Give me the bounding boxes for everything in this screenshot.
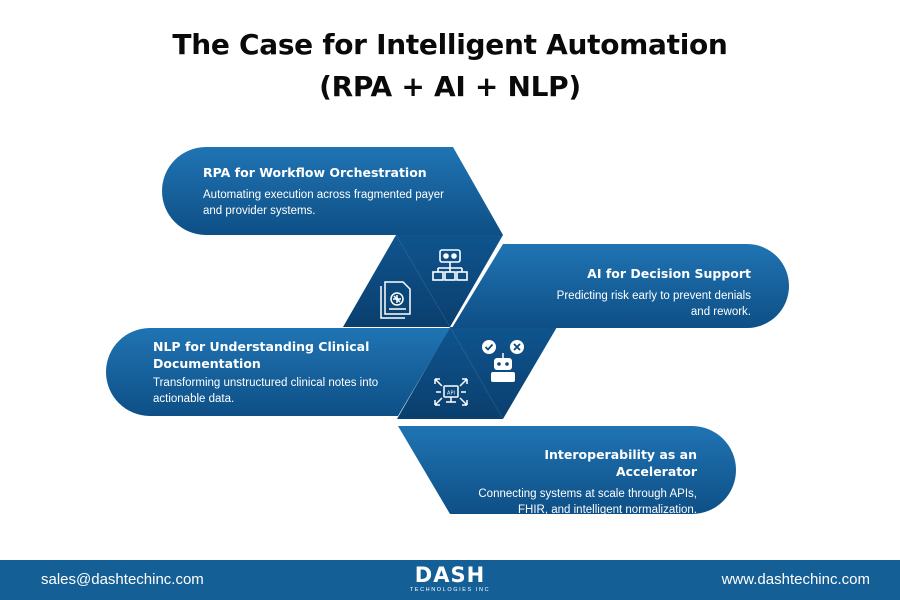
card-interop: Interoperability as an Accelerator Conne… <box>468 446 697 518</box>
dash-logo: DASH TECHNOLOGIES INC <box>390 564 510 594</box>
card-rpa-body: Automating execution across fragmented p… <box>203 189 444 217</box>
card-ai-body: Predicting risk early to prevent denials… <box>556 290 751 318</box>
api-network-icon: API <box>434 378 468 406</box>
robot-decision-icon <box>482 340 524 382</box>
card-nlp-heading: NLP for Understanding Clinical Documenta… <box>153 339 370 371</box>
card-nlp: NLP for Understanding Clinical Documenta… <box>153 338 398 407</box>
card-interop-body: Connecting systems at scale through APIs… <box>478 488 697 516</box>
page-title: The Case for Intelligent Automation (RPA… <box>0 24 900 108</box>
workflow-chart-icon <box>432 249 468 281</box>
core-triangle-4 <box>397 327 503 419</box>
card-rpa-heading: RPA for Workflow Orchestration <box>203 165 427 180</box>
title-line-2: (RPA + AI + NLP) <box>319 70 581 103</box>
card-rpa: RPA for Workflow Orchestration Automatin… <box>203 164 448 219</box>
card-interop-heading: Interoperability as an Accelerator <box>544 447 697 479</box>
core-triangle-2 <box>343 235 450 327</box>
automation-diagram: API <box>106 147 789 514</box>
card-nlp-body: Transforming unstructured clinical notes… <box>153 377 379 405</box>
card-ai-heading: AI for Decision Support <box>587 266 751 281</box>
footer-email-link[interactable]: sales@dashtechinc.com <box>41 571 204 588</box>
band-interop <box>398 426 736 514</box>
footer-bar: sales@dashtechinc.com DASH TECHNOLOGIES … <box>0 560 900 600</box>
logo-wordmark: DASH <box>414 563 486 587</box>
document-brain-icon <box>380 281 411 319</box>
band-nlp <box>106 328 450 416</box>
card-ai: AI for Decision Support Predicting risk … <box>540 265 751 320</box>
band-ai <box>452 244 789 328</box>
title-line-1: The Case for Intelligent Automation <box>172 28 728 61</box>
logo-subtitle: TECHNOLOGIES INC <box>409 587 491 593</box>
svg-text:API: API <box>447 391 455 397</box>
core-triangle-1 <box>396 235 503 327</box>
footer-website-link[interactable]: www.dashtechinc.com <box>721 571 870 588</box>
band-rpa <box>162 147 503 235</box>
